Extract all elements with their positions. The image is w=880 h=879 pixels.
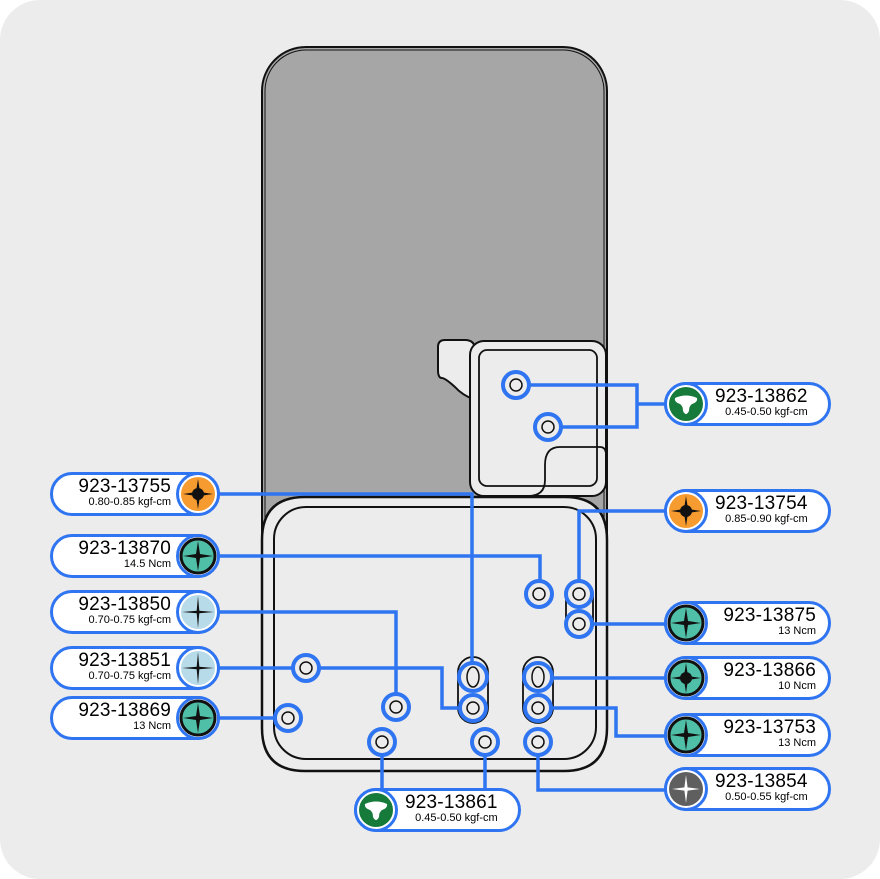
part-number: 923-13866	[723, 660, 816, 681]
phillips-head-glyph	[667, 716, 705, 754]
leader-923-13755	[215, 492, 474, 662]
part-number: 923-13755	[78, 476, 171, 497]
torque-spec: 0.45-0.50 kgf-cm	[415, 812, 498, 824]
torque-spec: 0.80-0.85 kgf-cm	[88, 496, 171, 508]
device-lower-inner	[273, 506, 597, 760]
torque-spec: 13 Ncm	[778, 737, 816, 749]
tri-wing-head-glyph	[359, 793, 393, 827]
screw-hole[interactable]	[523, 693, 553, 723]
torque-spec: 0.50-0.55 kgf-cm	[725, 791, 808, 803]
phillips-head-glyph	[667, 604, 705, 642]
device-lower-section	[260, 495, 609, 773]
leader-923-13754	[577, 509, 666, 580]
screw-hole[interactable]	[564, 579, 594, 609]
leader-923-13753	[552, 706, 666, 738]
leader-923-13870	[215, 554, 542, 580]
torque-spec: 13 Ncm	[133, 720, 171, 732]
leader-923-13851b	[320, 666, 458, 710]
screw-hole[interactable]	[533, 412, 563, 442]
screw-hole[interactable]	[470, 727, 500, 757]
leader-923-13854	[536, 756, 666, 792]
screw-head-icon	[354, 788, 398, 832]
torque-spec: 0.45-0.50 kgf-cm	[725, 406, 808, 418]
screw-hole[interactable]	[564, 609, 594, 639]
leader-923-13862	[530, 383, 639, 429]
phillips-dot-head-glyph	[667, 659, 705, 697]
torque-spec: 0.70-0.75 kgf-cm	[88, 614, 171, 626]
torque-spec: 0.70-0.75 kgf-cm	[88, 670, 171, 682]
screw-hole[interactable]	[291, 653, 321, 683]
part-number: 923-13869	[78, 700, 171, 721]
screw-head-icon	[664, 656, 708, 700]
screw-hole[interactable]	[381, 692, 411, 722]
leader-923-13850	[215, 610, 398, 693]
tri-wing-head-glyph	[669, 387, 703, 421]
phillips-head-glyph	[179, 537, 217, 575]
screw-hole-oval[interactable]	[457, 661, 489, 693]
part-number: 923-13851	[78, 650, 171, 671]
camera-bracket-inner	[478, 349, 598, 487]
phillips-thin-head-glyph	[181, 595, 215, 629]
phillips-dot-head-glyph	[669, 494, 703, 528]
torque-spec: 0.85-0.90 kgf-cm	[725, 513, 808, 525]
screw-head-icon	[664, 489, 708, 533]
screw-holes	[273, 370, 594, 757]
phillips-head-glyph	[179, 699, 217, 737]
screw-hole[interactable]	[273, 703, 303, 733]
screw-hole-oval[interactable]	[522, 661, 554, 693]
screw-hole[interactable]	[458, 693, 488, 723]
screw-hole[interactable]	[523, 727, 553, 757]
screw-head-icon	[176, 646, 220, 690]
torque-spec: 14.5 Ncm	[123, 558, 171, 570]
part-number: 923-13861	[405, 792, 498, 813]
part-number: 923-13854	[715, 771, 808, 792]
part-number: 923-13875	[723, 605, 816, 626]
screw-head-icon	[176, 590, 220, 634]
camera-cutout	[527, 446, 607, 497]
torque-spec: 13 Ncm	[778, 625, 816, 637]
screw-hole[interactable]	[501, 370, 531, 400]
phillips-white-head-glyph	[669, 772, 703, 806]
part-number: 923-13870	[78, 538, 171, 559]
screw-head-icon	[176, 472, 220, 516]
torque-spec: 10 Ncm	[778, 680, 816, 692]
part-number: 923-13753	[723, 717, 816, 738]
screw-hole[interactable]	[524, 579, 554, 609]
phillips-thin-head-glyph	[181, 651, 215, 685]
screw-head-icon	[176, 696, 220, 740]
screw-head-icon	[664, 382, 708, 426]
screw-hole[interactable]	[367, 727, 397, 757]
screw-head-icon	[664, 767, 708, 811]
screw-head-icon	[176, 534, 220, 578]
screw-head-icon	[664, 713, 708, 757]
screw-head-icon	[664, 601, 708, 645]
part-number: 923-13754	[715, 493, 808, 514]
part-number: 923-13862	[715, 386, 808, 407]
part-number: 923-13850	[78, 594, 171, 615]
phillips-dot-head-glyph	[181, 477, 215, 511]
